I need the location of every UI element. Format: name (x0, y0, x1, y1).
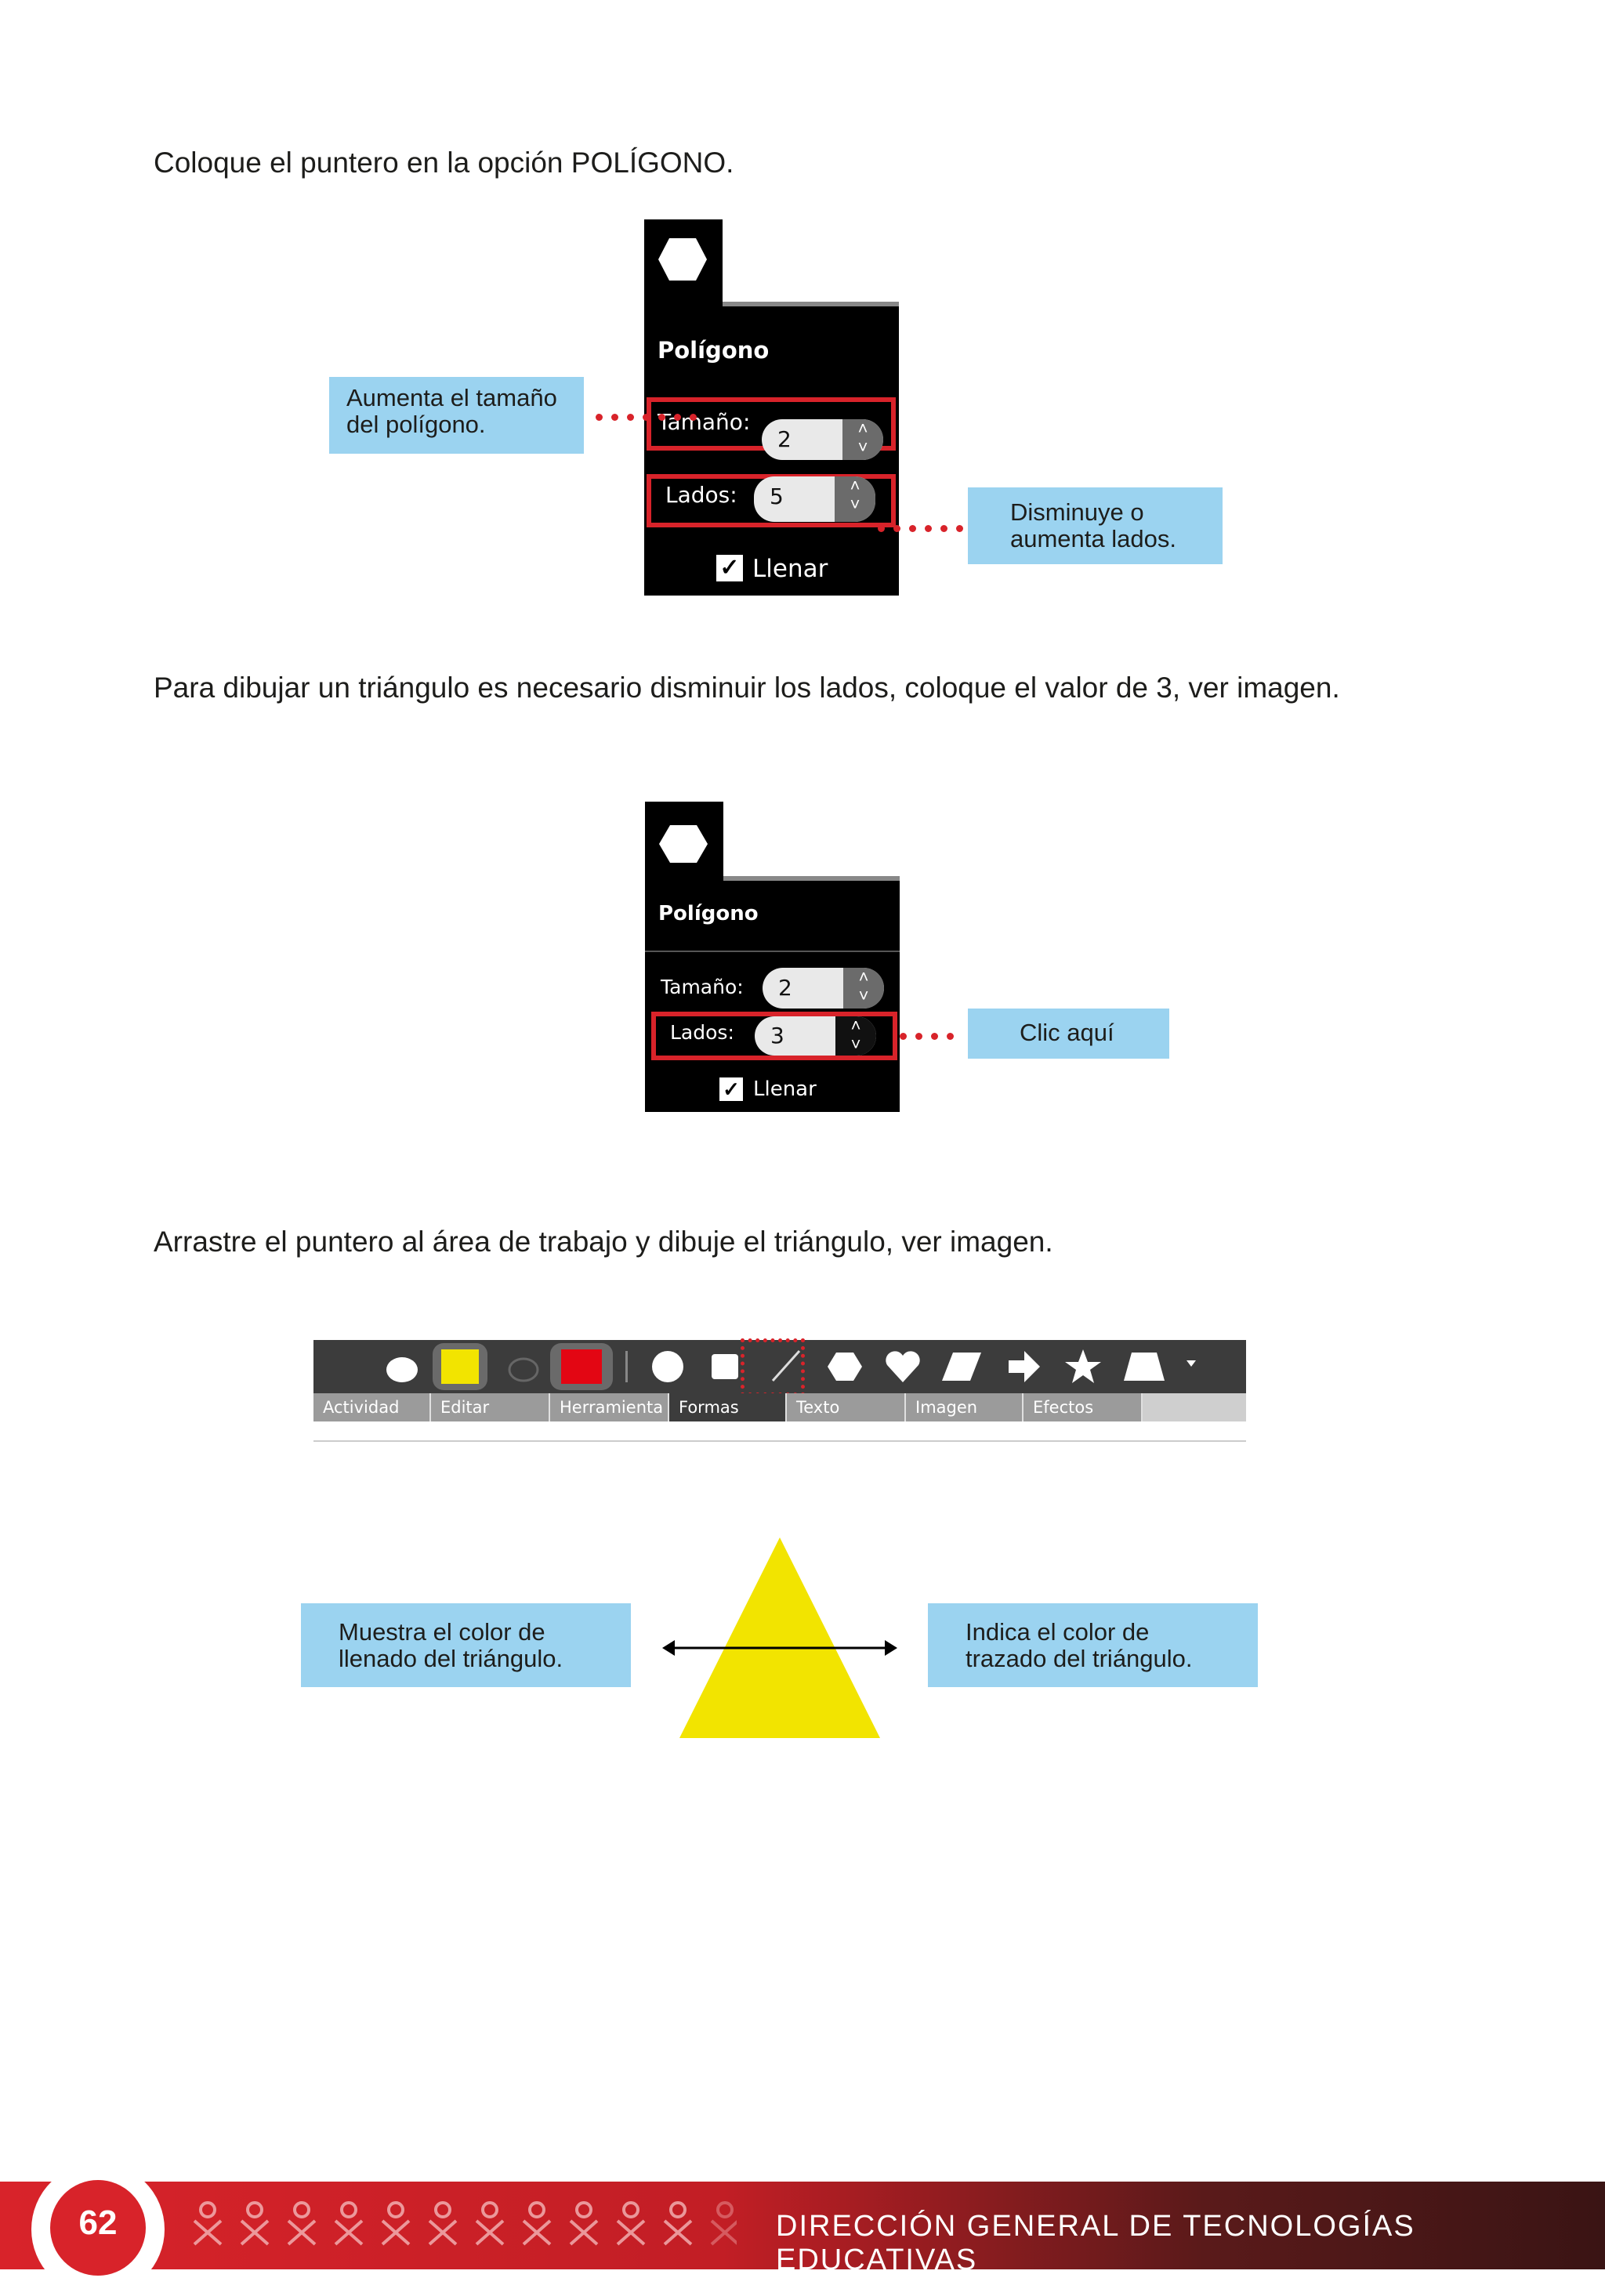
callout-increase-size: Aumenta el tamaño del polígono. (329, 377, 584, 454)
page-number-badge: 62 (31, 2163, 165, 2296)
hexagon-icon[interactable] (658, 824, 709, 864)
line-tool-highlight (741, 1338, 805, 1396)
fill-checkbox[interactable]: ✓ (719, 1077, 743, 1101)
arrow-left-icon (662, 1640, 675, 1656)
fill-label: Llenar (752, 555, 828, 583)
yellow-triangle (679, 1537, 880, 1738)
stroke-shape-icon[interactable] (505, 1353, 542, 1384)
stroke-color-swatch (561, 1349, 602, 1384)
panel-title: Polígono (658, 337, 770, 364)
toolbar-icons-bar (313, 1338, 1246, 1396)
line-icon[interactable] (768, 1346, 802, 1384)
divider (645, 951, 900, 952)
callout-line: Aumenta el tamaño (346, 384, 557, 411)
instruction-step-1: Coloque el puntero en la opción POLÍGONO… (154, 147, 734, 179)
tab-herramienta[interactable]: Herramienta (550, 1393, 669, 1421)
callout-click-here: Clic aquí (968, 1009, 1169, 1059)
callout-line: Clic aquí (1020, 1019, 1114, 1046)
size-label: Tamaño: (658, 409, 751, 435)
callout-line: Muestra el color de (339, 1618, 545, 1646)
trapezoid-icon[interactable] (1122, 1351, 1166, 1382)
fill-color-button[interactable] (433, 1343, 487, 1390)
callout-stroke-color: Indica el color de trazado del triángulo… (928, 1603, 1258, 1687)
heart-icon[interactable] (884, 1349, 922, 1384)
sides-label: Lados: (665, 482, 737, 508)
size-value: 2 (778, 975, 792, 1001)
footer-band (0, 2182, 1605, 2269)
fill-color-swatch (441, 1349, 479, 1384)
connector-dots (596, 411, 705, 421)
callout-sides: Disminuye o aumenta lados. (968, 487, 1223, 564)
stepper-arrows-icon[interactable]: ˄˅ (835, 1016, 876, 1056)
instruction-step-3: Arrastre el puntero al área de trabajo y… (154, 1226, 1053, 1258)
size-stepper[interactable]: 2 ˄˅ (762, 419, 883, 460)
arrow-icon[interactable] (1007, 1349, 1042, 1384)
tab-editar[interactable]: Editar (431, 1393, 550, 1421)
triangle-diagram (662, 1537, 897, 1738)
callout-line: llenado del triángulo. (339, 1645, 563, 1672)
sides-value: 5 (770, 483, 784, 509)
rectangle-icon[interactable] (710, 1351, 741, 1382)
instruction-step-2: Para dibujar un triángulo es necesario d… (154, 672, 1340, 704)
callout-line: Indica el color de (966, 1618, 1150, 1646)
size-value: 2 (777, 426, 792, 452)
page-number: 62 (50, 2180, 146, 2276)
sides-stepper[interactable]: 5 ˄˅ (754, 476, 875, 522)
fill-label: Llenar (753, 1077, 817, 1101)
connector-dots (900, 1030, 962, 1040)
stepper-arrows-icon[interactable]: ˄˅ (843, 968, 884, 1009)
polygon-panel-1: Polígono Tamaño: 2 ˄˅ Lados: 5 ˄˅ ✓ Llen… (644, 219, 899, 596)
parallelogram-icon[interactable] (940, 1351, 983, 1382)
callout-line: aumenta lados. (1010, 525, 1176, 552)
polygon-panel-2: Polígono Tamaño: 2 ˄˅ Lados: 3 ˄˅ ✓ Llen… (645, 802, 900, 1112)
sides-value: 3 (770, 1023, 784, 1048)
arrow-right-icon (885, 1640, 897, 1656)
ellipse-icon[interactable] (650, 1349, 685, 1384)
footer-people-pattern-icon (193, 2201, 737, 2246)
star-icon[interactable] (1064, 1348, 1102, 1384)
size-stepper[interactable]: 2 ˄˅ (763, 968, 884, 1009)
sides-highlight (651, 1012, 897, 1060)
tab-formas[interactable]: Formas (669, 1393, 787, 1421)
connector-dots (878, 522, 972, 532)
sides-stepper[interactable]: 3 ˄˅ (755, 1016, 876, 1056)
hexagon-icon[interactable] (827, 1351, 863, 1382)
callout-line: del polígono. (346, 411, 486, 438)
callout-line: trazado del triángulo. (966, 1645, 1193, 1672)
panel-canvas-area (723, 802, 900, 881)
stroke-color-button[interactable] (550, 1343, 613, 1390)
paint-toolbar: Actividad Editar Herramienta Formas Text… (313, 1338, 1246, 1442)
size-label: Tamaño: (661, 976, 744, 998)
callout-line: Disminuye o (1010, 498, 1144, 526)
panel-title: Polígono (658, 902, 759, 925)
toolbar-tabs: Actividad Editar Herramienta Formas Text… (313, 1393, 1246, 1421)
fill-checkbox[interactable]: ✓ (716, 555, 743, 581)
callout-fill-color: Muestra el color de llenado del triángul… (301, 1603, 631, 1687)
stepper-arrows-icon[interactable]: ˄˅ (842, 419, 883, 460)
fill-shape-icon[interactable] (384, 1353, 420, 1384)
sides-label: Lados: (670, 1021, 734, 1044)
tab-texto[interactable]: Texto (787, 1393, 906, 1421)
tab-efectos[interactable]: Efectos (1024, 1393, 1143, 1421)
tab-imagen[interactable]: Imagen (906, 1393, 1024, 1421)
stepper-arrows-icon[interactable]: ˄˅ (835, 476, 875, 522)
toolbar-separator (625, 1351, 628, 1382)
hexagon-icon[interactable] (657, 237, 708, 282)
panel-canvas-area (723, 219, 899, 306)
tab-actividad[interactable]: Actividad (313, 1393, 431, 1421)
more-icon[interactable] (1183, 1357, 1199, 1370)
footer-title: DIRECCIÓN GENERAL DE TECNOLOGÍAS EDUCATI… (776, 2210, 1415, 2276)
